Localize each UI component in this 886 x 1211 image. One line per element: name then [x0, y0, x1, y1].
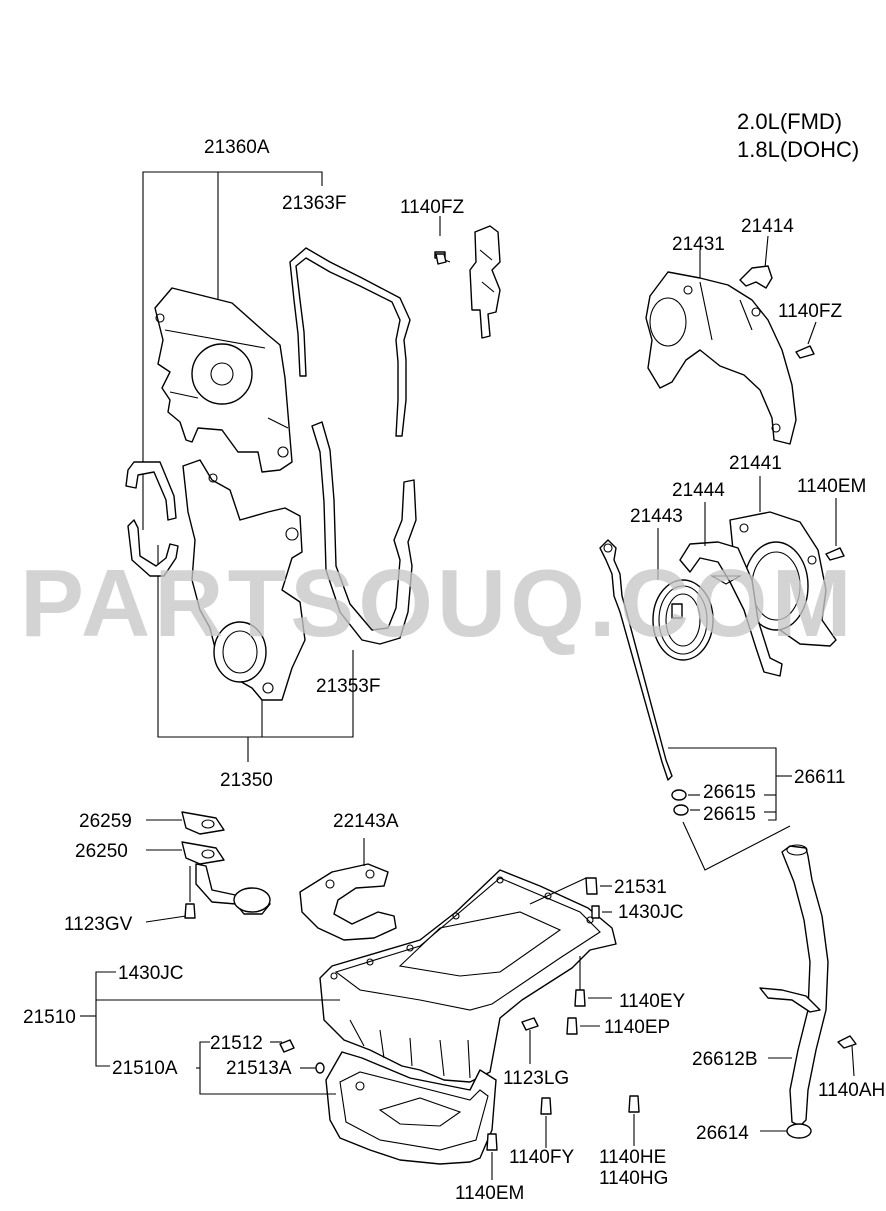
- bolt-1140fz-right[interactable]: [795, 321, 817, 359]
- label-1140ah: 1140AH: [818, 1080, 885, 1101]
- bolt-1123lg[interactable]: [521, 1017, 539, 1064]
- label-26614: 26614: [696, 1123, 749, 1144]
- oil-pan-group-bracket: [80, 971, 340, 1095]
- bolt-1140fz-top[interactable]: [434, 216, 451, 265]
- label-21360a: 21360A: [204, 137, 270, 158]
- label-1140em-right: 1140EM: [797, 476, 866, 497]
- part-labels: 21360A 21363F 1140FZ 21414 21431 1140FZ …: [23, 137, 885, 1204]
- bolt-1123gv[interactable]: [145, 866, 196, 923]
- bolt-21531[interactable]: [529, 877, 612, 905]
- oil-seal-21443[interactable]: [652, 579, 714, 661]
- lower-cover-seal-21353f[interactable]: [311, 421, 417, 645]
- label-1123gv: 1123GV: [64, 914, 133, 935]
- oil-level-gauge-26611[interactable]: [599, 539, 673, 781]
- label-21350: 21350: [220, 770, 273, 791]
- label-21513a: 21513A: [226, 1058, 292, 1079]
- label-26615-upper: 26615: [703, 782, 756, 803]
- gauge-bracket-26611: [668, 747, 792, 871]
- label-1430jc-right: 1430JC: [618, 902, 684, 923]
- label-21444: 21444: [672, 480, 725, 501]
- label-21510: 21510: [23, 1007, 76, 1028]
- bolt-1140em-right[interactable]: [825, 498, 845, 561]
- gasket-21444[interactable]: [679, 541, 783, 677]
- label-21443: 21443: [630, 506, 683, 527]
- oil-pan-lower-21510a[interactable]: [325, 1051, 497, 1165]
- engine-rear-plate-21431[interactable]: [645, 271, 797, 445]
- label-21353f: 21353F: [316, 676, 380, 697]
- oil-pan-upper-21510[interactable]: [319, 869, 617, 1083]
- oil-screen-gasket-26259[interactable]: [146, 811, 225, 835]
- label-21441: 21441: [729, 453, 782, 474]
- gauge-guide-tube-26612b[interactable]: [759, 844, 829, 1127]
- oring-26615-lower[interactable]: [673, 804, 689, 816]
- timing-cover-side-gaskets[interactable]: [125, 461, 179, 577]
- label-1430jc-left: 1430JC: [118, 963, 184, 984]
- label-26250: 26250: [75, 841, 128, 862]
- timing-cover-group-bracket: [142, 171, 354, 762]
- timing-bracket[interactable]: [469, 225, 501, 339]
- label-1140fz-top: 1140FZ: [400, 197, 464, 218]
- label-21431: 21431: [672, 234, 725, 255]
- engine-label-2-0l: 2.0L(FMD): [737, 109, 842, 134]
- dowel-1430jc[interactable]: [591, 905, 612, 919]
- label-26611: 26611: [794, 767, 845, 788]
- label-1140fy: 1140FY: [509, 1147, 574, 1168]
- label-1140hg: 1140HG: [599, 1168, 668, 1189]
- baffle-22143a[interactable]: [299, 838, 397, 941]
- oil-screen-26250[interactable]: [146, 841, 271, 915]
- lower-timing-belt-cover[interactable]: [182, 459, 306, 701]
- bolt-1140ep[interactable]: [566, 1017, 600, 1035]
- label-21512: 21512: [210, 1033, 263, 1054]
- label-1123lg: 1123LG: [503, 1068, 569, 1089]
- oring-26615-upper[interactable]: [671, 789, 687, 801]
- label-21363f: 21363F: [282, 193, 346, 214]
- label-26259: 26259: [79, 811, 132, 832]
- bolt-1140ey[interactable]: [574, 956, 612, 1007]
- bolt-1140he[interactable]: [628, 1095, 640, 1146]
- label-22143a: 22143A: [333, 811, 399, 832]
- drain-plug-gasket-21513a[interactable]: [315, 1062, 325, 1074]
- bolt-1140ah[interactable]: [837, 1035, 857, 1077]
- label-21510a: 21510A: [112, 1058, 178, 1079]
- label-1140he: 1140HE: [599, 1147, 666, 1168]
- watermark: PARTSOUQ.COM: [20, 550, 856, 657]
- label-1140fz-right: 1140FZ: [778, 301, 842, 322]
- label-21531: 21531: [614, 877, 667, 898]
- plate-bracket-21414[interactable]: [739, 235, 773, 289]
- bolt-1140fy[interactable]: [540, 1097, 552, 1148]
- oil-seal-case-21441[interactable]: [729, 511, 837, 647]
- drain-plug-21512[interactable]: [279, 1039, 295, 1053]
- bolt-1140em-bottom[interactable]: [486, 1133, 498, 1180]
- engine-label-1-8l: 1.8L(DOHC): [737, 137, 859, 162]
- label-21414: 21414: [741, 216, 794, 237]
- upper-timing-belt-cover[interactable]: [154, 287, 293, 473]
- label-26615-lower: 26615: [703, 804, 756, 825]
- label-26612b: 26612B: [692, 1049, 758, 1070]
- gasket-26614[interactable]: [760, 1123, 812, 1139]
- label-1140ey: 1140EY: [619, 991, 686, 1012]
- label-1140ep: 1140EP: [604, 1017, 670, 1038]
- label-1140em-bottom: 1140EM: [455, 1183, 524, 1204]
- upper-cover-seal-21363f[interactable]: [289, 247, 411, 437]
